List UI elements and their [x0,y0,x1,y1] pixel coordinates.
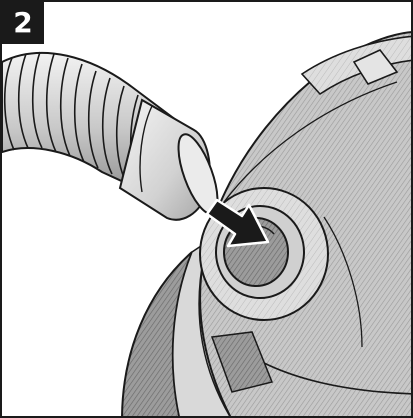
step-number-badge: 2 [2,2,44,44]
insertion-arrow [205,198,270,248]
vacuum-hose [2,51,219,221]
